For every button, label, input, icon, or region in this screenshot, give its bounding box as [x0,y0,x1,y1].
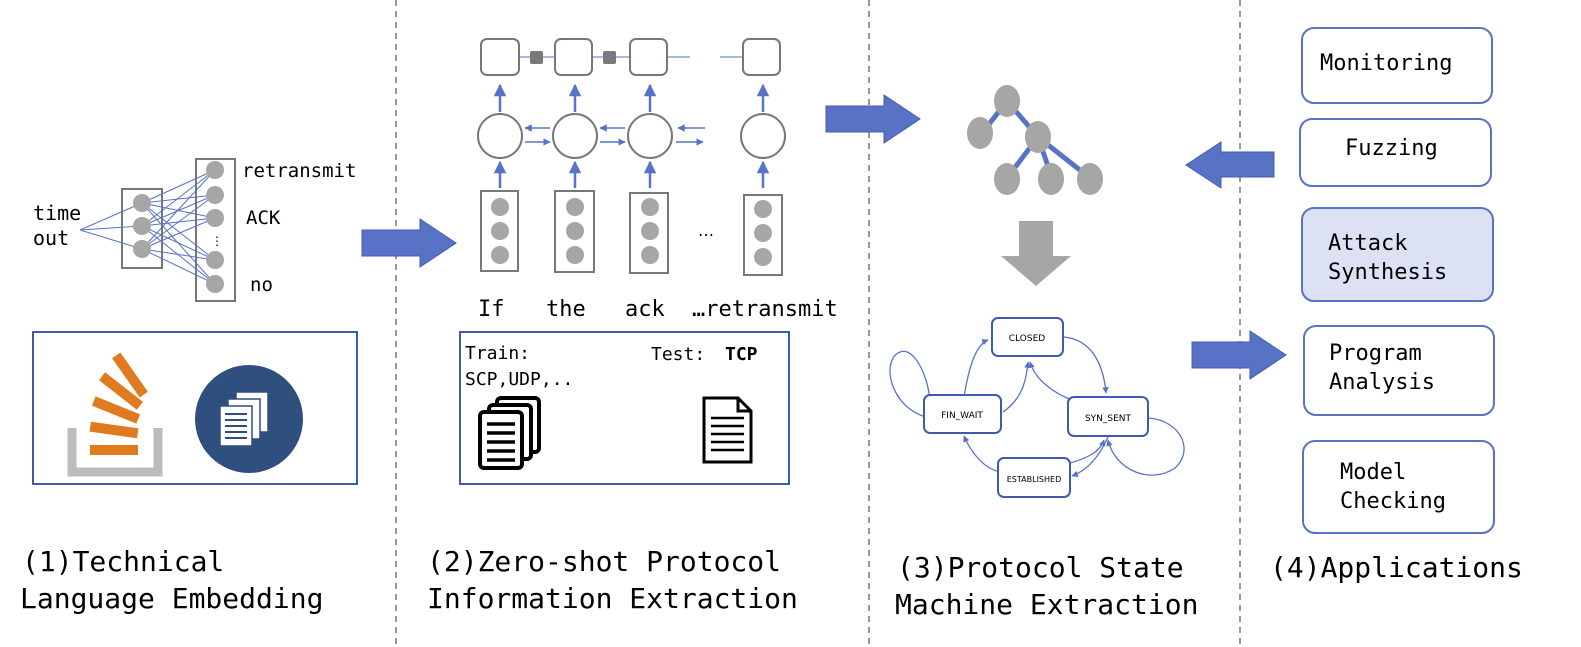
output-sequence [480,38,781,76]
output-retransmit: retransmit [242,160,356,182]
app-label-model-line2: Checking [1340,489,1446,514]
state-fin-wait [923,394,1002,434]
stacked-documents-icon [478,396,541,470]
app-label-program-line1: Program [1329,341,1422,366]
token-word: ack [625,297,665,322]
hidden-node [133,194,151,212]
left-arrow-icon [1185,141,1275,189]
section-state-machine: CLOSED FIN_WAIT SYN_SENT ESTABLISHED (3)… [889,85,1198,621]
section-zero-shot-extraction: … If the ack …retransmit Train: SCP,UDP,… [427,38,838,615]
token-word: the [546,297,586,322]
state-established-label: ESTABLISHED [1007,475,1061,484]
input-label-line1: time [33,201,81,225]
caption-1-line1: (1)Technical [22,545,224,578]
token-word: …retransmit [692,297,838,322]
lstm-cell [740,113,786,159]
state-closed-label: CLOSED [1009,334,1045,344]
caption-1-line2: Language Embedding [20,582,323,615]
app-box-monitoring [1301,27,1493,104]
test-label: Test: [651,344,705,365]
down-arrow-icon [1001,221,1071,286]
app-label-attack-line2: Synthesis [1328,260,1447,285]
tree-icon [967,85,1103,195]
app-label-model-line1: Model [1340,460,1406,485]
right-arrow-icon [1191,330,1287,380]
output-box [742,38,781,76]
lstm-cell [552,113,598,159]
caption-2-line1: (2)Zero-shot Protocol [427,545,781,578]
state-syn-sent-label: SYN_SENT [1085,414,1132,424]
app-box-model-checking [1302,440,1495,534]
bidirectional-arrows [524,124,705,146]
crf-connector [530,51,543,64]
app-label-monitoring: Monitoring [1320,51,1452,76]
state-closed [991,317,1064,357]
network-connections [79,169,216,285]
hidden-node [133,217,151,235]
state-fin-wait-label: FIN_WAIT [941,411,983,421]
train-label: Train: [465,343,530,364]
input-label-line2: out [33,226,69,250]
state-syn-sent [1067,396,1149,437]
app-box-attack-synthesis [1301,207,1494,302]
output-no: no [250,274,273,296]
output-ack: ACK [246,207,281,229]
test-value: TCP [725,344,758,365]
right-arrow-icon [361,218,457,268]
stackoverflow-logo-icon [67,352,163,477]
state-nodes: CLOSED FIN_WAIT SYN_SENT ESTABLISHED [923,317,1149,498]
corpus-panel [32,331,358,485]
app-box-fuzzing [1299,118,1492,187]
caption-2-line2: Information Extraction [427,582,798,615]
output-node [206,209,224,227]
documents-circle-icon [195,365,303,473]
output-box [480,38,520,76]
output-node [206,275,224,293]
right-arrow-icon [825,94,921,144]
output-dots: ⋮ [211,234,223,248]
app-label-program-line2: Analysis [1329,370,1435,395]
document-icon [702,396,753,464]
output-box [629,38,668,76]
up-arrows-top [493,83,770,112]
caption-3-line1: (3)Protocol State [897,551,1184,584]
embedding-boxes [480,190,783,276]
app-label-fuzzing: Fuzzing [1345,136,1438,161]
crf-connector [603,51,616,64]
token-word: If [478,297,505,322]
train-value: SCP,UDP,.. [465,369,573,390]
sequence-ellipsis: … [698,221,714,240]
hidden-layer-box [121,188,163,269]
caption-3-line2: Machine Extraction [895,588,1198,621]
output-layer-box [195,158,236,302]
hidden-node [133,240,151,258]
output-node [206,161,224,179]
section-dividers [395,0,1241,647]
app-label-attack-line1: Attack [1328,231,1407,256]
state-established [997,457,1071,498]
lstm-cells [477,113,786,159]
output-node [206,251,224,269]
section-technical-embedding: time out ⋮ retransmit ACK no [20,158,358,615]
network-nodes [133,161,224,293]
lstm-cell [477,113,523,159]
output-node [206,186,224,204]
caption-4: (4)Applications [1270,551,1523,584]
output-box [554,38,593,76]
section-applications: Monitoring Fuzzing Attack Synthesis Prog… [1270,27,1523,584]
app-box-program-analysis [1303,325,1495,416]
lstm-cell [627,113,673,159]
up-arrows-bottom [493,160,770,188]
